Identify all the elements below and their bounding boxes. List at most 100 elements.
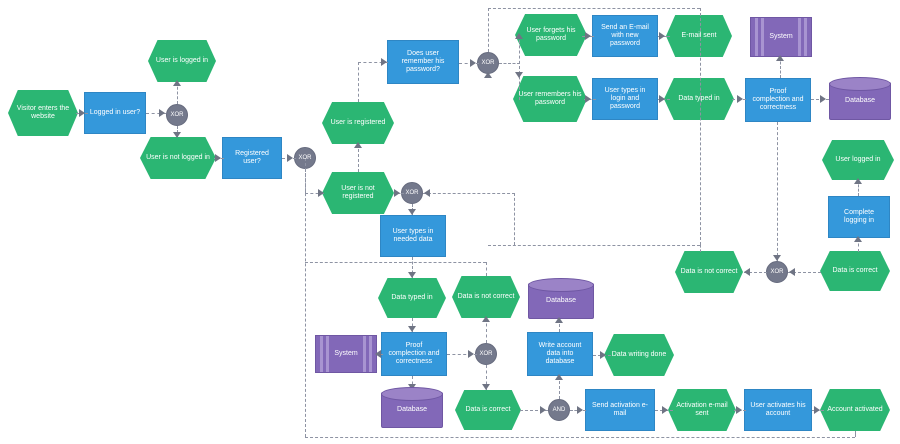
edge-left-return-rail [305, 158, 306, 437]
node-label: User remembers his password [518, 91, 582, 106]
arrow-head [555, 374, 563, 380]
function-complete-logging-in[interactable]: Complete logging in [828, 196, 890, 238]
edge-data-correct2-to-and [520, 410, 548, 411]
hexagon-shape [8, 90, 78, 136]
node-label: Send activation e-mail [591, 402, 649, 417]
function-proof-complection-correctness-registration[interactable]: Proof complection and correctness [381, 332, 447, 376]
arrow-head [659, 95, 665, 103]
event-activation-email-sent[interactable]: Activation e-mail sent [668, 389, 736, 431]
arrow-head [375, 350, 381, 358]
function-logged-in-user-question[interactable]: Logged in user? [84, 92, 146, 134]
arrow-head [662, 406, 668, 414]
node-label: Does user remember his password? [401, 50, 445, 73]
node-label: Complete logging in [844, 209, 874, 224]
edge-data-not-correct2-up [486, 262, 487, 276]
system-component-bottom[interactable]: System [315, 335, 377, 373]
arrow-head [424, 189, 430, 197]
event-user-forgets-password[interactable]: User forgets his password [515, 14, 587, 56]
database-cylinder-account-write[interactable]: Database [528, 278, 594, 319]
function-user-types-login-password[interactable]: User types in login and password [592, 78, 658, 120]
connector-xor-not-registered[interactable]: XOR [401, 182, 423, 204]
arrow-head [318, 189, 324, 197]
event-data-typed-in-registration[interactable]: Data typed in [378, 278, 446, 318]
event-user-is-not-logged-in[interactable]: User is not logged in [140, 137, 216, 179]
event-data-is-not-correct-registration[interactable]: Data is not correct [452, 276, 520, 318]
function-does-user-remember-password[interactable]: Does user remember his password? [387, 40, 459, 84]
node-label: User is logged in [155, 57, 209, 65]
function-write-account-data-into-database[interactable]: Write account data into database [527, 332, 593, 376]
component-bar-right-inner [363, 336, 366, 372]
hexagon-shape [322, 172, 394, 214]
component-bar-left-inner [326, 336, 329, 372]
event-account-activated[interactable]: Account activated [820, 389, 890, 431]
hexagon-shape [322, 102, 394, 144]
hexagon-shape [675, 251, 743, 293]
event-data-writing-done[interactable]: Data writing done [604, 334, 674, 376]
function-user-activates-his-account[interactable]: User activates his account [744, 389, 812, 431]
node-label: User logged in [835, 156, 881, 164]
arrow-head [482, 316, 490, 322]
hexagon-shape [604, 334, 674, 376]
arrow-head [585, 32, 591, 40]
function-send-email-new-password[interactable]: Send an E-mail with new password [592, 15, 658, 57]
function-send-activation-email[interactable]: Send activation e-mail [585, 389, 655, 431]
function-registered-user-question[interactable]: Registered user? [222, 137, 282, 179]
arrow-head [555, 317, 563, 323]
connector-xor-login-validation[interactable]: XOR [766, 261, 788, 283]
function-proof-complection-correctness-login[interactable]: Proof complection and correctness [745, 78, 811, 122]
event-user-remembers-password[interactable]: User remembers his password [513, 76, 587, 122]
event-email-sent[interactable]: E-mail sent [666, 15, 732, 57]
node-label: System [769, 33, 793, 41]
connector-label: XOR [170, 111, 184, 118]
function-user-types-needed-data[interactable]: User types in needed data [380, 215, 446, 257]
arrow-head [744, 268, 750, 276]
database-cylinder-registration[interactable]: Database [381, 387, 443, 428]
node-label: Logged in user? [89, 109, 141, 117]
edge-proof2-to-database2 [412, 376, 413, 390]
event-user-is-logged-in[interactable]: User is logged in [148, 40, 216, 82]
edge-proof-to-system [780, 57, 781, 78]
event-visitor-enters-website[interactable]: Visitor enters the website [8, 90, 78, 136]
connector-xor-password-branch[interactable]: XOR [477, 52, 499, 74]
hexagon-shape [820, 251, 890, 291]
event-user-is-not-registered[interactable]: User is not registered [322, 172, 394, 214]
hexagon-shape [378, 278, 446, 318]
edge-loop-top [488, 8, 700, 9]
event-data-is-correct-registration[interactable]: Data is correct [455, 390, 521, 430]
hexagon-shape [820, 389, 890, 431]
edge-data-not-correct2-to-left-rail [305, 262, 486, 263]
edge-complete-login-to-user-logged-in [858, 180, 859, 196]
node-label: Visitor enters the website [16, 105, 70, 120]
arrow-head [354, 142, 362, 148]
edge-xor5-to-data-not-correct2 [486, 318, 487, 343]
hexagon-shape [822, 140, 894, 180]
arrow-head [540, 406, 546, 414]
event-data-is-not-correct-login[interactable]: Data is not correct [675, 251, 743, 293]
event-data-is-correct-login[interactable]: Data is correct [820, 251, 890, 291]
arrow-head [854, 236, 862, 242]
arrow-head [515, 72, 523, 78]
node-label: Registered user? [235, 150, 269, 165]
edge-xor5-to-data-correct2 [486, 365, 487, 390]
arrow-head [408, 272, 416, 278]
event-user-logged-in-final[interactable]: User logged in [822, 140, 894, 180]
edge-xor4-branch-v [519, 35, 520, 100]
edge-proof-down-to-xor-right [777, 122, 778, 261]
event-data-typed-in-login[interactable]: Data typed in [664, 78, 734, 120]
edge-xor4-branch [499, 63, 520, 64]
arrow-head [789, 268, 795, 276]
connector-and-activation[interactable]: AND [548, 399, 570, 421]
arrow-head [215, 154, 221, 162]
system-component-top[interactable]: System [750, 17, 812, 57]
node-label: Data is not correct [457, 293, 515, 301]
event-user-is-registered[interactable]: User is registered [322, 102, 394, 144]
database-cylinder-login[interactable]: Database [829, 77, 891, 120]
connector-xor-registration-validation[interactable]: XOR [475, 343, 497, 365]
edge-return-down-to-loop [514, 193, 515, 245]
node-label: Data typed in [678, 95, 720, 103]
connector-xor-login-branch[interactable]: XOR [166, 104, 188, 126]
edge-xor3-right-return [423, 193, 515, 194]
arrow-head [737, 95, 743, 103]
edge-data-correct-to-complete-login [858, 238, 859, 252]
arrow-head [408, 326, 416, 332]
